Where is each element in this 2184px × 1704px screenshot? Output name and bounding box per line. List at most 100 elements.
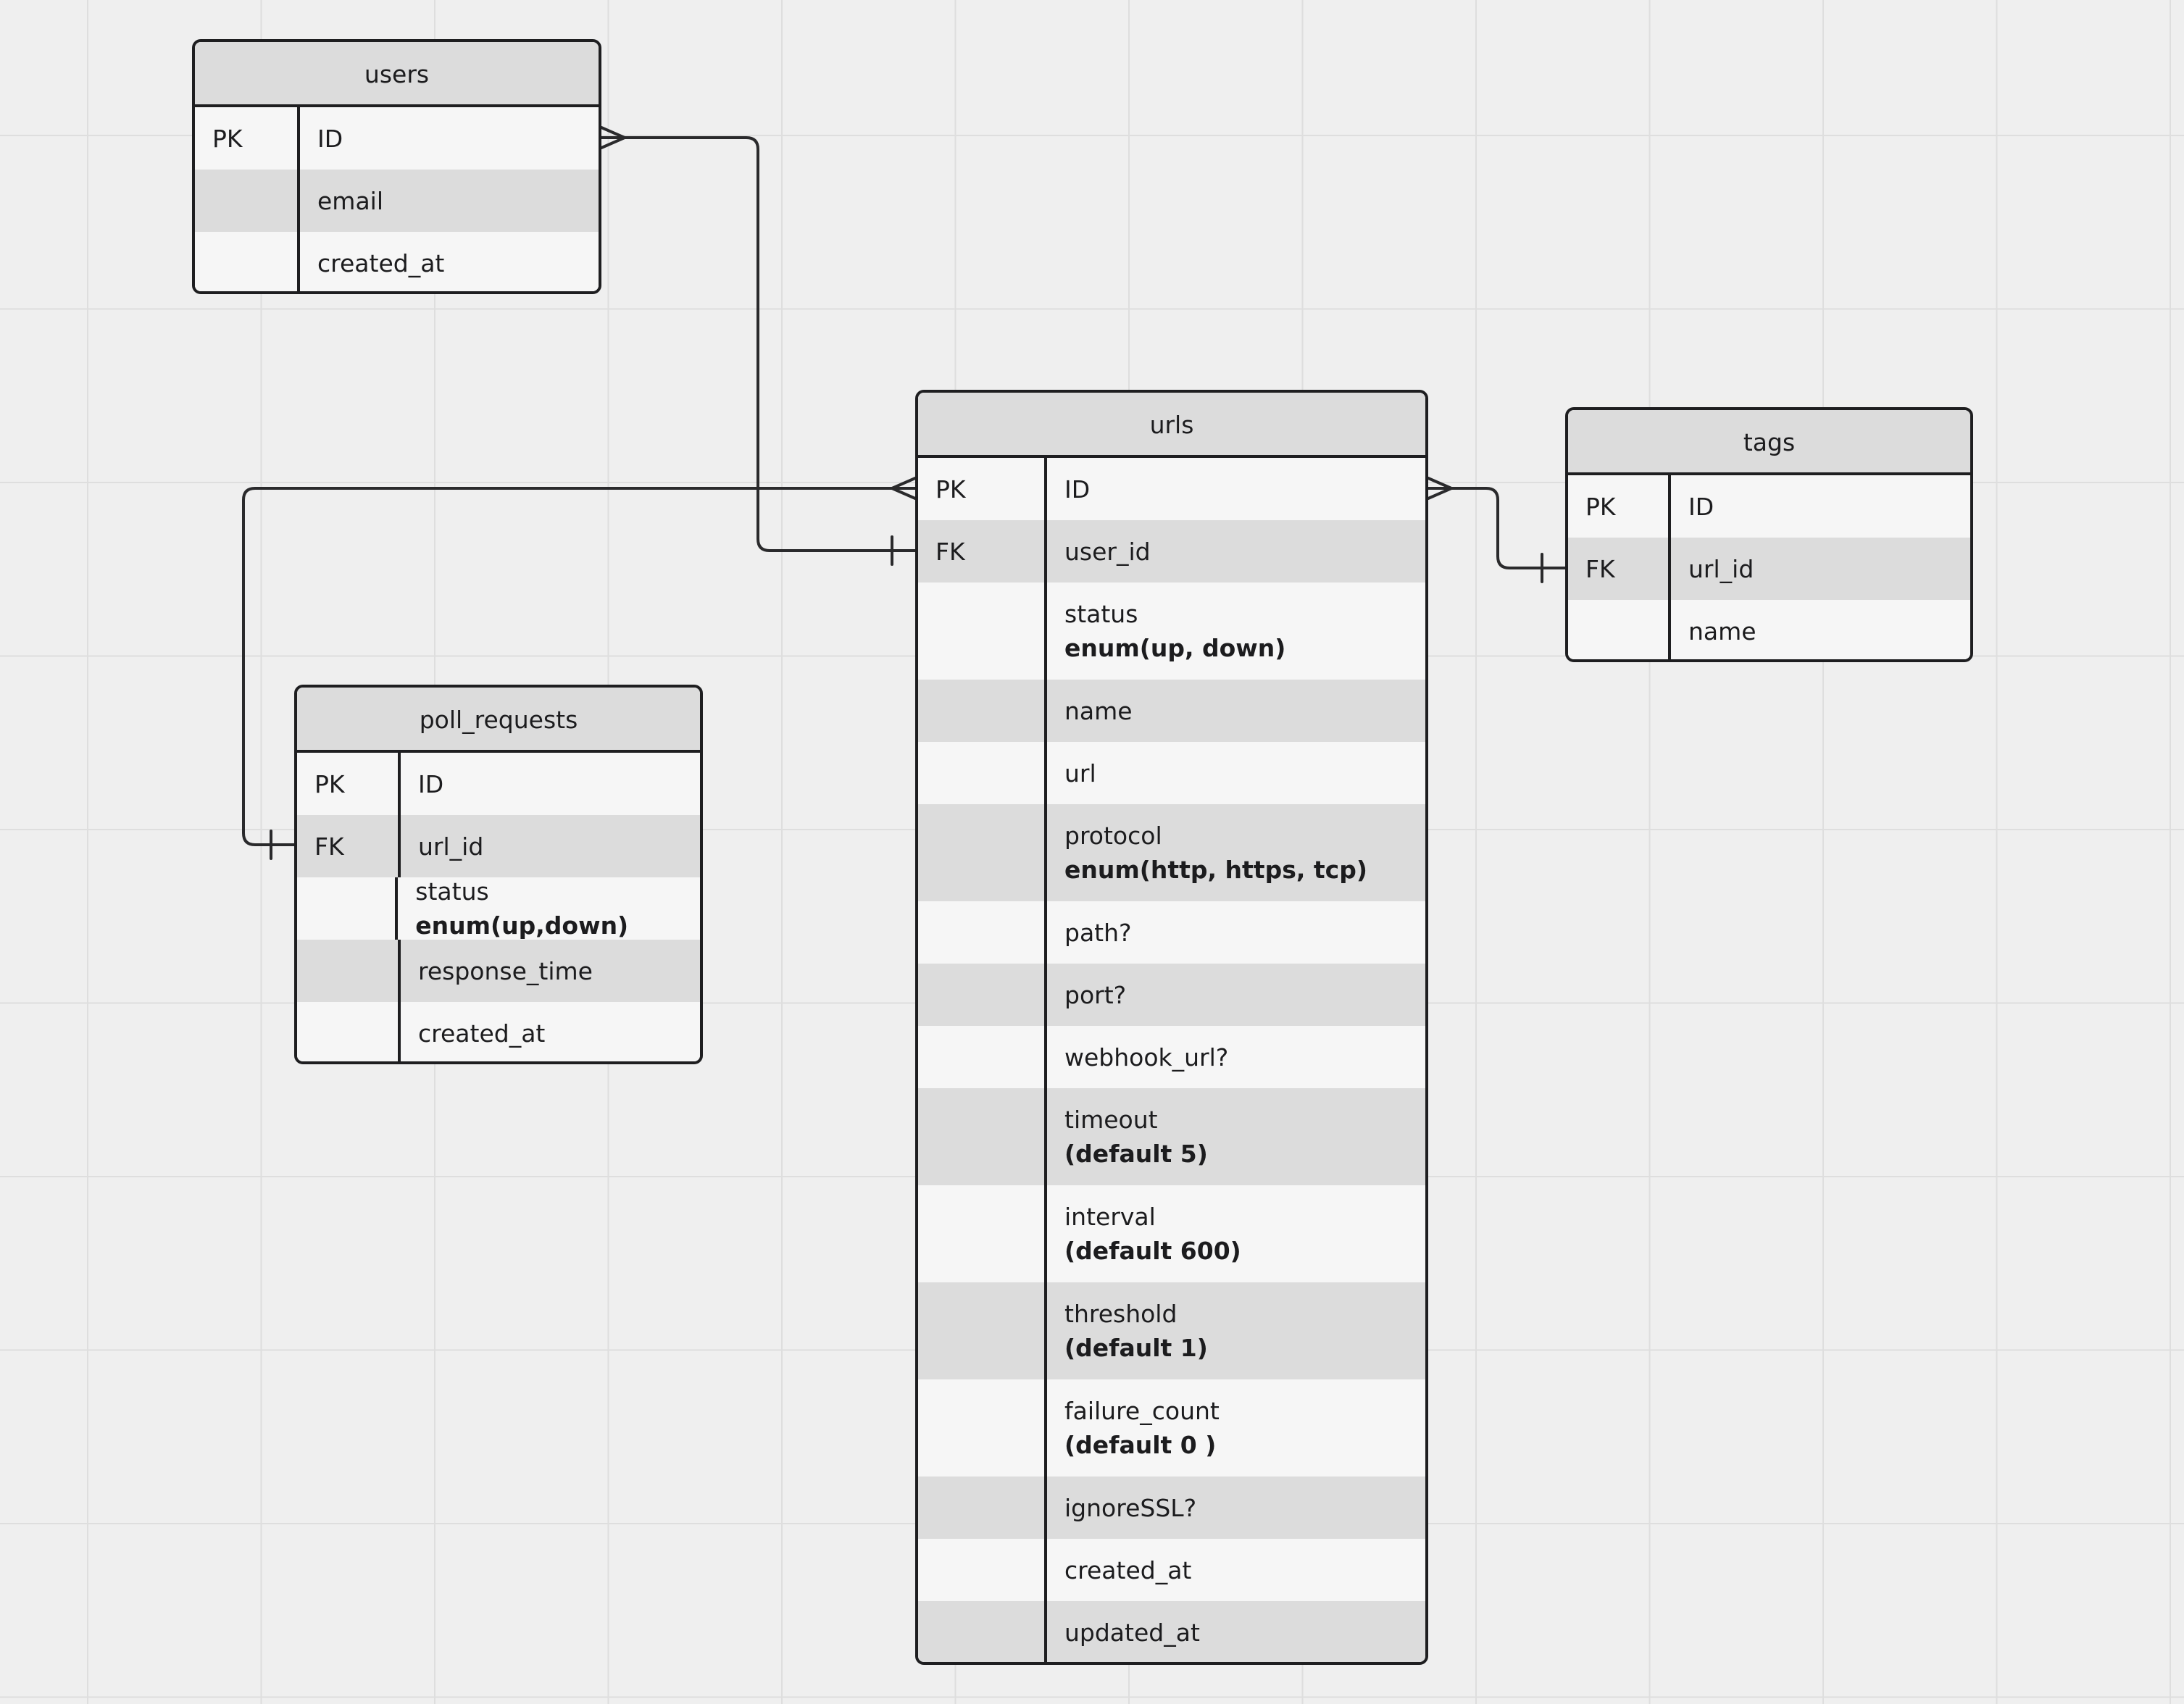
key-cell (918, 1026, 1047, 1088)
table-row: PK ID (918, 458, 1425, 520)
field-cell: port? (1047, 964, 1126, 1026)
field-name: updated_at (1064, 1618, 1200, 1647)
field-name: path? (1064, 918, 1132, 947)
field-cell: ignoreSSL? (1047, 1477, 1196, 1539)
field-name: failure_count (1064, 1397, 1220, 1425)
crowfoot-many-marker (891, 477, 917, 500)
field-name: ID (317, 124, 343, 153)
field-cell: name (1047, 680, 1133, 742)
table-row: interval (default 600) (918, 1185, 1425, 1282)
field-name: user_id (1064, 537, 1151, 566)
field-name: name (1064, 696, 1133, 725)
field-name: ID (1064, 475, 1091, 504)
table-row: path? (918, 901, 1425, 964)
key-cell (918, 964, 1047, 1026)
key-cell: FK (297, 815, 401, 877)
field-name: threshold (1064, 1300, 1178, 1328)
entity-tags[interactable]: tags PK ID FK url_id name (1565, 407, 1973, 662)
table-row: url (918, 742, 1425, 804)
field-type: enum(http, https, tcp) (1064, 856, 1367, 884)
field-cell: created_at (1047, 1539, 1191, 1601)
field-cell: updated_at (1047, 1601, 1200, 1662)
field-name: protocol (1064, 822, 1162, 850)
relationship-users-urls (600, 136, 917, 552)
entity-poll-requests[interactable]: poll_requests PK ID FK url_id status enu… (294, 685, 703, 1064)
entity-urls[interactable]: urls PK ID FK user_id status enum(up, do… (915, 390, 1428, 1665)
field-cell: created_at (401, 1002, 546, 1061)
table-row: created_at (195, 232, 599, 291)
field-type: enum(up, down) (1064, 634, 1286, 662)
key-cell: PK (1568, 475, 1671, 538)
field-cell: url_id (1671, 538, 1754, 600)
key-cell (918, 680, 1047, 742)
key-cell: FK (1568, 538, 1671, 600)
key-cell (918, 1185, 1047, 1282)
field-name: timeout (1064, 1106, 1158, 1134)
table-row: status enum(up, down) (918, 582, 1425, 680)
key-cell: PK (195, 107, 300, 170)
table-row: FK url_id (1568, 538, 1970, 600)
entity-users[interactable]: users PK ID email created_at (192, 39, 601, 294)
entity-title: urls (918, 393, 1425, 458)
field-name: ID (1688, 492, 1714, 521)
field-name: created_at (418, 1019, 546, 1048)
field-default: (default 5) (1064, 1140, 1208, 1168)
field-cell: email (300, 170, 383, 232)
table-row: webhook_url? (918, 1026, 1425, 1088)
field-cell: name (1671, 600, 1756, 659)
table-row: protocol enum(http, https, tcp) (918, 804, 1425, 901)
field-cell: protocol enum(http, https, tcp) (1047, 804, 1367, 901)
field-name: port? (1064, 980, 1127, 1009)
field-name: created_at (317, 248, 445, 277)
table-row: email (195, 170, 599, 232)
entity-title: poll_requests (297, 688, 700, 753)
entity-title: tags (1568, 410, 1970, 475)
table-row: FK url_id (297, 815, 700, 877)
key-cell (1568, 600, 1671, 659)
key-cell (918, 742, 1047, 804)
table-row: created_at (297, 1002, 700, 1061)
field-cell: status enum(up, down) (1047, 582, 1285, 680)
key-cell (918, 1088, 1047, 1185)
field-cell: url_id (401, 815, 483, 877)
table-row: ignoreSSL? (918, 1477, 1425, 1539)
table-row: status enum(up,down) (297, 877, 700, 940)
key-cell (918, 1282, 1047, 1379)
crowfoot-many-marker (1427, 477, 1453, 500)
key-cell (195, 232, 300, 291)
field-cell: ID (1671, 475, 1714, 538)
field-name-with-type: status enum(up,down) (415, 874, 700, 943)
key-cell (918, 804, 1047, 901)
field-name: status (415, 877, 489, 906)
key-cell (918, 1379, 1047, 1477)
key-cell (918, 901, 1047, 964)
table-row: timeout (default 5) (918, 1088, 1425, 1185)
field-name: interval (1064, 1203, 1156, 1231)
field-cell: ID (1047, 458, 1090, 520)
table-row: response_time (297, 940, 700, 1002)
table-row: PK ID (1568, 475, 1970, 538)
table-row: PK ID (297, 753, 700, 815)
field-name: ID (418, 769, 444, 798)
table-row: threshold (default 1) (918, 1282, 1425, 1379)
field-cell: ID (300, 107, 343, 170)
field-name: email (317, 186, 384, 215)
table-row: name (918, 680, 1425, 742)
field-cell: failure_count (default 0 ) (1047, 1379, 1220, 1477)
field-type: enum(up,down) (415, 911, 629, 940)
crowfoot-many-marker (600, 126, 626, 149)
field-name: created_at (1064, 1555, 1192, 1584)
field-default: (default 1) (1064, 1334, 1208, 1362)
field-name: response_time (418, 956, 593, 985)
field-cell: interval (default 600) (1047, 1185, 1241, 1282)
field-default: (default 600) (1064, 1237, 1241, 1265)
field-name: name (1688, 617, 1756, 646)
table-row: port? (918, 964, 1425, 1026)
field-cell: webhook_url? (1047, 1026, 1228, 1088)
key-cell (297, 940, 401, 1002)
key-cell: PK (297, 753, 401, 815)
table-row: failure_count (default 0 ) (918, 1379, 1425, 1477)
field-cell: path? (1047, 901, 1132, 964)
table-row: PK ID (195, 107, 599, 170)
key-cell (918, 1601, 1047, 1662)
